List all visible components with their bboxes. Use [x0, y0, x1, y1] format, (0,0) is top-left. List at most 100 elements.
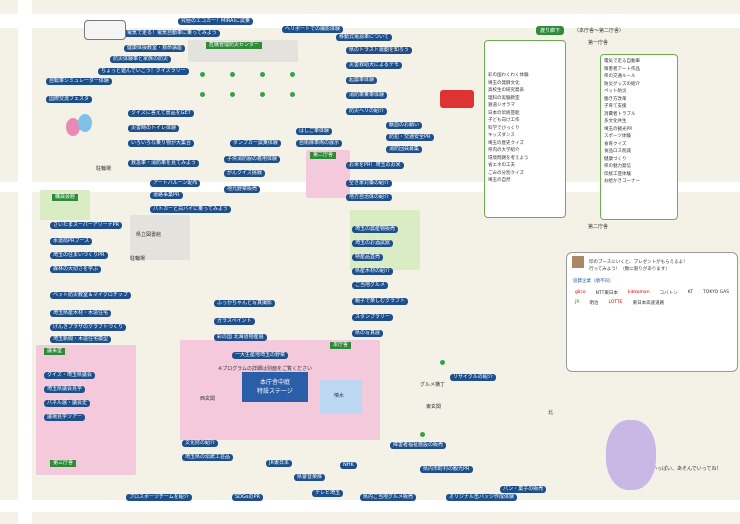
corridor-box-right	[600, 54, 678, 220]
road-middle	[0, 182, 740, 192]
stage-title: 本庁舎中庭	[259, 379, 290, 386]
center-label-32: 障害者福祉施設の販売	[390, 442, 447, 449]
center-label-7: 防災ヘリの紹介	[346, 108, 388, 115]
road-bottom	[0, 500, 740, 512]
center-label-35: パン・菓子の販売	[500, 486, 547, 493]
corridor-left-item: 鉄道ジオラマ	[488, 103, 515, 108]
corridor-subtitle: （本庁舎～第二庁舎）	[574, 28, 625, 34]
stage-note: ※プログラムの詳細は別面をご覧ください	[218, 366, 313, 372]
booth-dot	[290, 92, 295, 97]
balloon-icon	[66, 118, 80, 136]
left-label-9: 救急車・消防車を見てみよう	[128, 160, 200, 167]
center-label-21: 埼玉のお酒試飲	[352, 240, 394, 247]
corridor-right-item: 県の交通ルール	[604, 74, 636, 79]
center-label-11: 防犯・交通安全PR	[386, 134, 434, 141]
mascot-icon	[606, 420, 656, 490]
center-label-27: 県の写真展	[352, 330, 384, 337]
bottom-label-6: 文化財の紹介	[182, 440, 219, 447]
corridor-upper: 第一庁舎	[588, 40, 609, 46]
bottom-label-5: NHK	[340, 462, 357, 469]
gift-icon	[572, 256, 584, 268]
corridor-left-item: 高校生の研究発表	[488, 88, 524, 93]
corridor-left-item: 埼玉の自然	[488, 178, 511, 183]
left-label-16: 森林の大切さを学ぶ	[50, 266, 102, 273]
center-label-20: 埼玉の農産物販売	[352, 226, 399, 233]
center-label-33: リサイクルの紹介	[450, 374, 496, 381]
fountain-label: 噴水	[334, 393, 345, 399]
north-label: 北	[548, 410, 554, 416]
sponsor-logo: JR	[575, 300, 580, 305]
center-label-12: 消防団員募集	[386, 146, 423, 153]
corridor-list-left: 彩の国わくわく体験 埼玉の発酵文化 高校生の研究発表 理科の実験教室 鉄道ジオラ…	[488, 72, 562, 185]
center-label-10: 献血のお願い	[386, 122, 423, 129]
sponsor-logo: コバトン	[659, 291, 678, 296]
bike-label-2: 駐輪場	[130, 256, 146, 262]
corridor-list-right: 電気で走る自動車 障害者アート作品 県の交通ルール 防災グッズの紹介 ペット防災…	[604, 58, 676, 186]
sponsor-note2: 行ってみよう！（数に限りがあります）	[589, 267, 670, 272]
left-label-13: さいたまスーパーアリーナPR	[50, 222, 123, 229]
center-label-25: 親子で楽しむクラフト	[352, 298, 409, 305]
booth-dot	[260, 92, 265, 97]
booth-dot	[230, 92, 235, 97]
corridor-right-item: 県の魅力発信	[604, 164, 631, 169]
left-label-22: 埼玉県議会見学	[44, 386, 86, 393]
corridor-right-item: 電気で走る自動車	[604, 59, 640, 64]
left-label-19: げんきプラザのクラフトづくり	[50, 324, 127, 331]
mascot-speech: いっぱい、あそんでいってね！	[652, 466, 722, 472]
corridor-left-item: キッズダンス	[488, 133, 515, 138]
road-left	[18, 0, 32, 524]
left-label-5: 国際交流フェスタ	[46, 96, 93, 103]
left-label-15: 埼玉の住まいづくりPR	[50, 252, 108, 259]
corridor-right-item: 消費者トラブル	[604, 111, 636, 117]
left-label-6: クイズに答えて景品をGET	[128, 110, 194, 117]
left-label-12: パトカーと白バイに乗ってみよう	[150, 206, 231, 213]
corridor-left-item: 理科の実験教室	[488, 95, 520, 101]
sponsor-logo: 東日本高速道路	[632, 301, 665, 306]
bottom-label-4: テレビ埼玉	[312, 490, 344, 497]
third-label: 第三庁舎	[50, 460, 77, 467]
center-label-0: 究極のエコカー！MIRAIに試乗	[178, 18, 253, 25]
left-label-20: 埼玉新聞・木造住宅模型	[50, 336, 112, 343]
corridor-left-item: 省エネの工夫	[488, 163, 515, 168]
booth-dot	[230, 72, 235, 77]
bottom-label-8: 県内ご当地グルメ販売	[360, 494, 417, 501]
bottom-label-0: プロスポーツチームを紹介	[126, 494, 192, 501]
corridor-right-item: 障害者アート作品	[604, 66, 640, 72]
booth-dot	[420, 432, 425, 437]
center-label-15: がんクイズ挑戦	[224, 170, 265, 177]
center-label-14: 子供消防服の着用体験	[224, 156, 281, 163]
second-label: 第二庁舎	[310, 152, 337, 159]
corridor-right-item: 防災グッズの紹介	[604, 81, 640, 87]
ward-label: 職員会館	[52, 194, 79, 201]
center-label-18: 空き家対策の紹介	[346, 180, 393, 187]
car-icon	[84, 20, 126, 40]
center-label-23: 県産木材の紹介	[352, 268, 394, 275]
left-label-10: アートバルーン配布	[150, 180, 201, 187]
left-label-8: いろいろな乗り物が大集合	[128, 140, 195, 147]
corridor-box	[484, 40, 566, 218]
corridor-right-item: 健康づくり	[604, 156, 627, 162]
sponsor-logo: TOKYO GAS	[703, 290, 730, 295]
center-label-13: ダンプカー試乗体験	[230, 140, 281, 147]
sponsor-logos: glico NTT東日本 kikkoman コバトン KT TOKYO GAS …	[575, 290, 733, 306]
sponsor-logo: LOTTE	[608, 300, 623, 305]
center-label-17: お米をPR！埼玉のお米	[346, 162, 404, 169]
left-label-23: パネル展・議会史	[44, 400, 91, 407]
left-label-18: 埼玉県産木材・木造住宅	[50, 310, 112, 317]
center-label-6: 消防車乗車体験	[346, 92, 388, 99]
corridor-right-item: お絵かきコーナー	[604, 179, 640, 184]
left-label-2: 防災体験車と家族の防災	[110, 56, 172, 63]
corridor-right-item: 伝統工芸体験	[604, 171, 631, 177]
corridor-left-item: 県内の大学紹介	[488, 148, 520, 153]
corridor-left-item: 埼玉の発酵文化	[488, 80, 520, 86]
sponsor-logo: KT	[687, 290, 694, 295]
stage-subtitle: 特設ステージ	[257, 388, 293, 395]
center-label-5: 起震車体験	[346, 77, 378, 84]
sponsors-box: 印のブースにいくと、プレゼントがもらえるよ！ 行ってみよう！（数に限りがあります…	[566, 252, 738, 372]
left-label-3: ちょっと遊んでいこう！クイズラリー	[98, 68, 189, 75]
center-label-19: 地方自治体の紹介	[346, 194, 393, 201]
sponsor-logo: kikkoman	[627, 290, 650, 295]
left-label-14: 水道局PRブース	[50, 238, 93, 245]
corridor-right-item: 多文化共生	[604, 119, 627, 124]
